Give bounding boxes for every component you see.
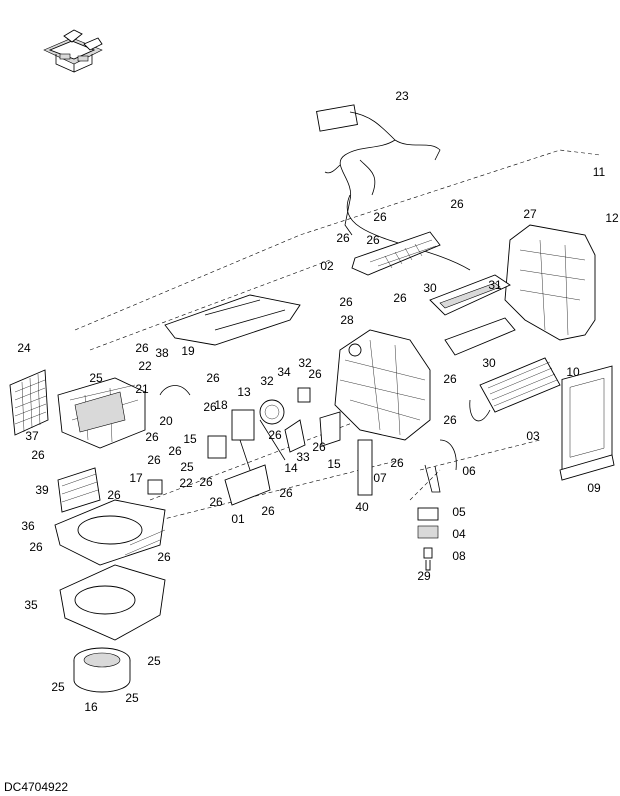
blower-case-35 [59,564,166,641]
callout-13: 13 [237,385,251,399]
callout-22: 22 [179,476,193,490]
callout-21: 21 [135,382,149,396]
callout-26: 26 [268,428,282,442]
callout-25: 25 [125,691,139,705]
callout-27: 27 [523,207,537,221]
core-10 [469,357,561,422]
upper-duct [164,294,301,346]
callout-33: 33 [296,450,310,464]
callout-18: 18 [214,398,228,412]
duct-02 [351,231,441,276]
callout-26: 26 [209,495,223,509]
callout-05: 05 [452,505,466,519]
callout-03: 03 [526,429,540,443]
callout-20: 20 [159,414,173,428]
callout-32: 32 [260,374,274,388]
callout-37: 37 [25,429,39,443]
document-id: DC4704922 [4,780,69,794]
housing-27 [504,224,596,341]
callout-09: 09 [587,481,601,495]
callout-12: 12 [605,211,619,225]
callout-15: 15 [183,432,197,446]
callout-25: 25 [147,654,161,668]
callout-26: 26 [443,372,457,386]
callout-26: 26 [135,341,149,355]
blower-motor-16 [73,647,131,693]
callout-26: 26 [450,197,464,211]
callout-25: 25 [89,371,103,385]
callout-26: 26 [366,233,380,247]
callout-28: 28 [340,313,354,327]
callout-07: 07 [373,471,387,485]
callout-26: 26 [29,540,43,554]
callout-26: 26 [168,444,182,458]
wiring-harness [316,104,441,236]
callout-26: 26 [203,400,217,414]
callout-34: 34 [277,365,291,379]
callout-25: 25 [180,460,194,474]
callout-26: 26 [145,430,159,444]
callout-40: 40 [355,500,369,514]
blower-case-36 [54,499,166,566]
pad-30 [444,317,516,356]
small-parts [417,439,457,571]
callout-26: 26 [157,550,171,564]
callout-32: 32 [298,356,312,370]
hvac-case-28 [334,329,431,441]
linkage-assembly [147,385,373,506]
callout-24: 24 [17,341,31,355]
callout-30: 30 [482,356,496,370]
callout-08: 08 [452,549,466,563]
callout-29: 29 [417,569,431,583]
callout-16: 16 [84,700,98,714]
callout-26: 26 [31,448,45,462]
callout-10: 10 [566,365,580,379]
callout-04: 04 [452,527,466,541]
orientation-pictogram [43,29,103,73]
callout-23: 23 [395,89,409,103]
callout-14: 14 [284,461,298,475]
callout-06: 06 [462,464,476,478]
callout-19: 19 [181,344,195,358]
callout-22: 22 [138,359,152,373]
callout-17: 17 [129,471,143,485]
callout-11: 11 [593,165,606,179]
callout-26: 26 [393,291,407,305]
callout-26: 26 [199,475,213,489]
callout-35: 35 [24,598,38,612]
callout-26: 26 [336,231,350,245]
callout-26: 26 [339,295,353,309]
filter-24 [9,369,49,436]
callout-26: 26 [443,413,457,427]
callout-15: 15 [327,457,341,471]
callout-38: 38 [155,346,169,360]
callout-26: 26 [107,488,121,502]
callout-39: 39 [35,483,49,497]
callout-02: 02 [320,259,334,273]
callout-26: 26 [206,371,220,385]
callout-01: 01 [231,512,245,526]
callout-26: 26 [279,486,293,500]
callout-26: 26 [147,453,161,467]
callout-26: 26 [312,440,326,454]
frame-09 [559,454,615,481]
strip-39 [57,467,101,513]
callout-31: 31 [488,278,502,292]
frame-03 [561,365,613,470]
callout-26: 26 [261,504,275,518]
callout-26: 26 [308,367,322,381]
seal-31 [429,274,511,316]
callout-25: 25 [51,680,65,694]
callout-30: 30 [423,281,437,295]
callout-26: 26 [373,210,387,224]
callout-26: 26 [390,456,404,470]
blower-housing-37 [57,377,146,449]
callout-36: 36 [21,519,35,533]
